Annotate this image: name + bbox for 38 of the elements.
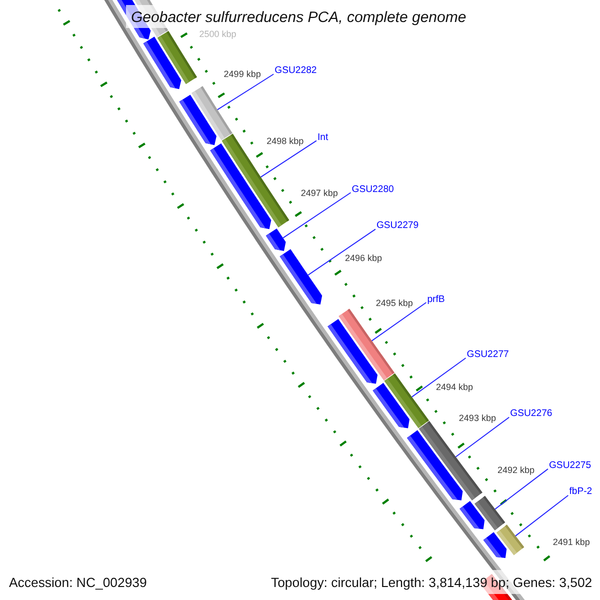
gene-block — [483, 532, 507, 558]
tick-label: 2494 kbp — [436, 383, 473, 392]
tick-label: 2500 kbp — [199, 30, 236, 40]
tick-label: 2495 kbp — [376, 298, 413, 308]
gene-block — [372, 382, 410, 428]
gene-label: GSU2276 — [510, 408, 552, 420]
gene-block — [460, 500, 485, 530]
leader-line — [455, 416, 510, 458]
gene-block — [266, 228, 286, 251]
gene-label: GSU2275 — [548, 460, 592, 471]
leader-line — [260, 140, 317, 178]
gene-label: GSU2282 — [274, 65, 317, 76]
accession-note: Accession: NC_002939 — [9, 575, 147, 590]
leader-line — [411, 358, 466, 398]
tick-label: 2498 kbp — [266, 136, 304, 146]
tick-label: 2499 kbp — [224, 70, 261, 79]
gene-label: Int — [317, 132, 328, 143]
gene-block — [179, 94, 216, 146]
gene-label: GSU2277 — [466, 349, 509, 360]
tick-label: 2497 kbp — [300, 188, 338, 198]
gene-label: GSU2279 — [376, 220, 419, 232]
leader-line — [494, 468, 548, 510]
gene-label: fbP-2 — [569, 486, 592, 498]
tick-label: 2491 kbp — [552, 538, 590, 548]
gene-block — [210, 143, 272, 230]
leader-line — [216, 74, 274, 110]
tick-label: 2496 kbp — [344, 254, 382, 264]
gene-block — [328, 319, 378, 384]
leader-line — [282, 192, 352, 238]
leader-line — [308, 228, 376, 276]
gene-label: prfB — [427, 294, 445, 305]
gene-block — [280, 249, 322, 305]
gene-label: GSU2280 — [352, 184, 394, 195]
tick-label: 2493 kbp — [458, 414, 496, 424]
leader-line — [371, 302, 427, 342]
tick-label: 2492 kbp — [497, 466, 534, 476]
gene-block — [406, 430, 463, 500]
gene-block — [143, 36, 182, 90]
